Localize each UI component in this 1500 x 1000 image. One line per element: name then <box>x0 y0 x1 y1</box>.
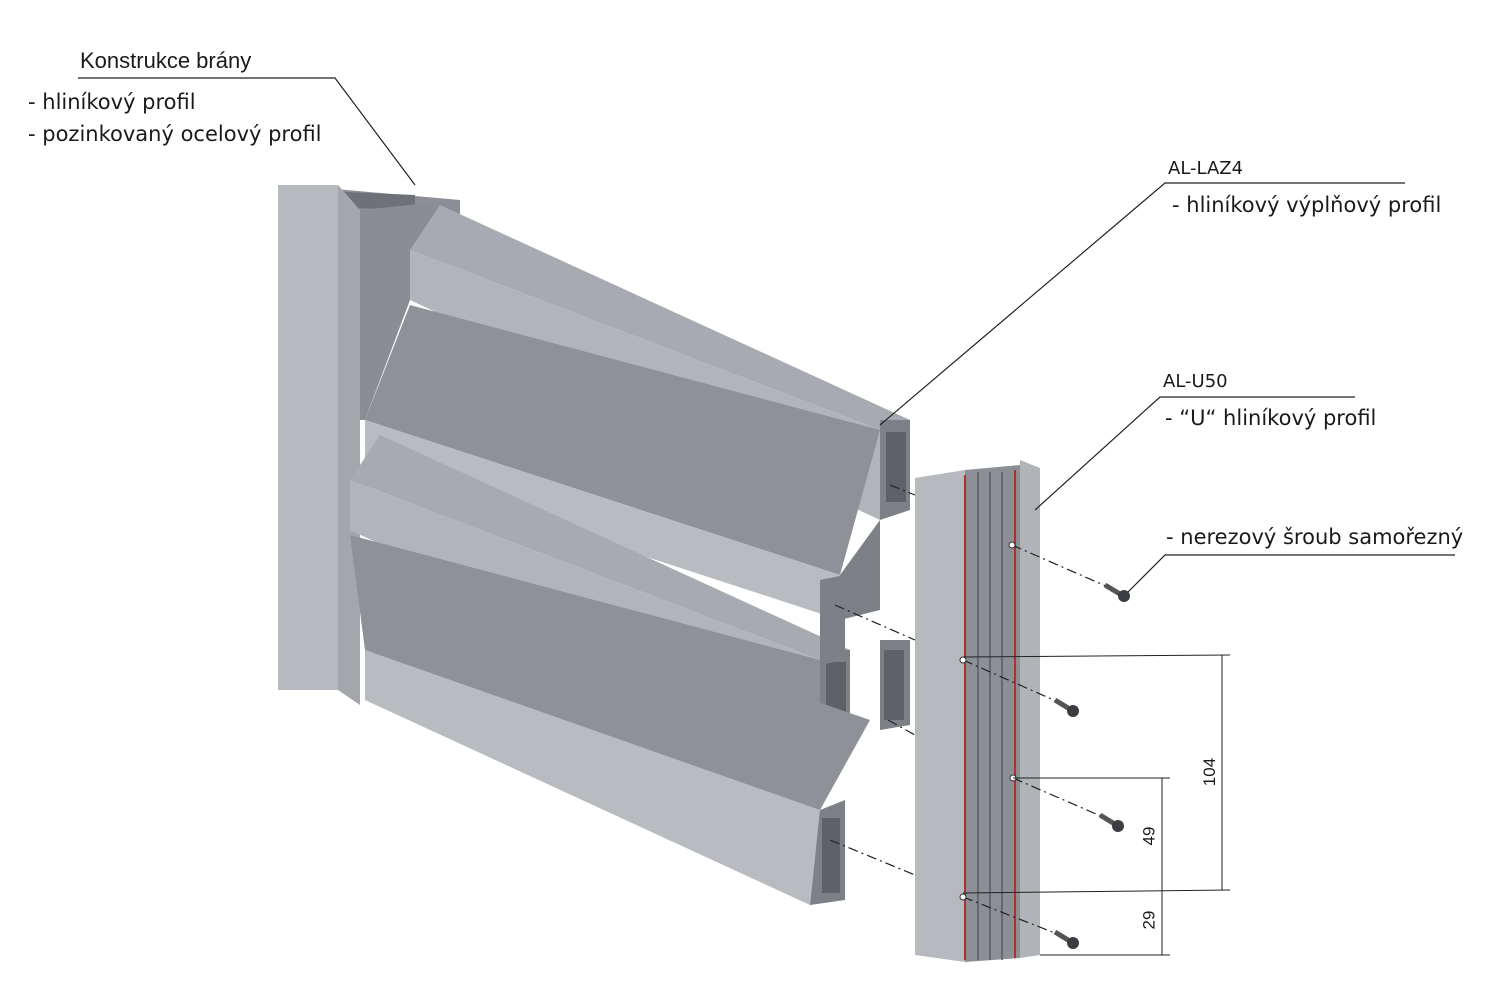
dimension-29: 29 <box>1139 910 1159 930</box>
dimension-lines <box>962 654 1231 956</box>
gate-post <box>278 185 460 705</box>
screw-icon <box>1053 697 1079 717</box>
screws <box>1053 582 1130 949</box>
screw-icon <box>1103 582 1130 602</box>
filler-profile-slat-3 <box>365 560 910 905</box>
screw-icon <box>1053 929 1079 949</box>
al-laz4-code: AL-LAZ4 <box>1168 158 1244 179</box>
assembly-lines <box>829 484 1116 938</box>
u-profile <box>915 460 1040 962</box>
screw-description: - nerezový šroub samořezný <box>1166 525 1464 549</box>
gate-construction-item: - hliníkový profil <box>28 90 196 114</box>
al-u50-description: - “U“ hliníkový profil <box>1165 406 1377 430</box>
screw-icon <box>1098 812 1124 832</box>
leader-lines <box>78 77 1455 593</box>
dimension-49: 49 <box>1139 826 1159 846</box>
dimension-104: 104 <box>1200 757 1220 787</box>
gate-construction-item: - pozinkovaný ocelový profil <box>28 122 322 146</box>
filler-profile-slat-1 <box>365 205 910 620</box>
al-laz4-description: - hliníkový výplňový profil <box>1172 193 1442 217</box>
gate-construction-title: Konstrukce brány <box>80 48 252 73</box>
al-u50-code: AL-U50 <box>1163 371 1228 392</box>
